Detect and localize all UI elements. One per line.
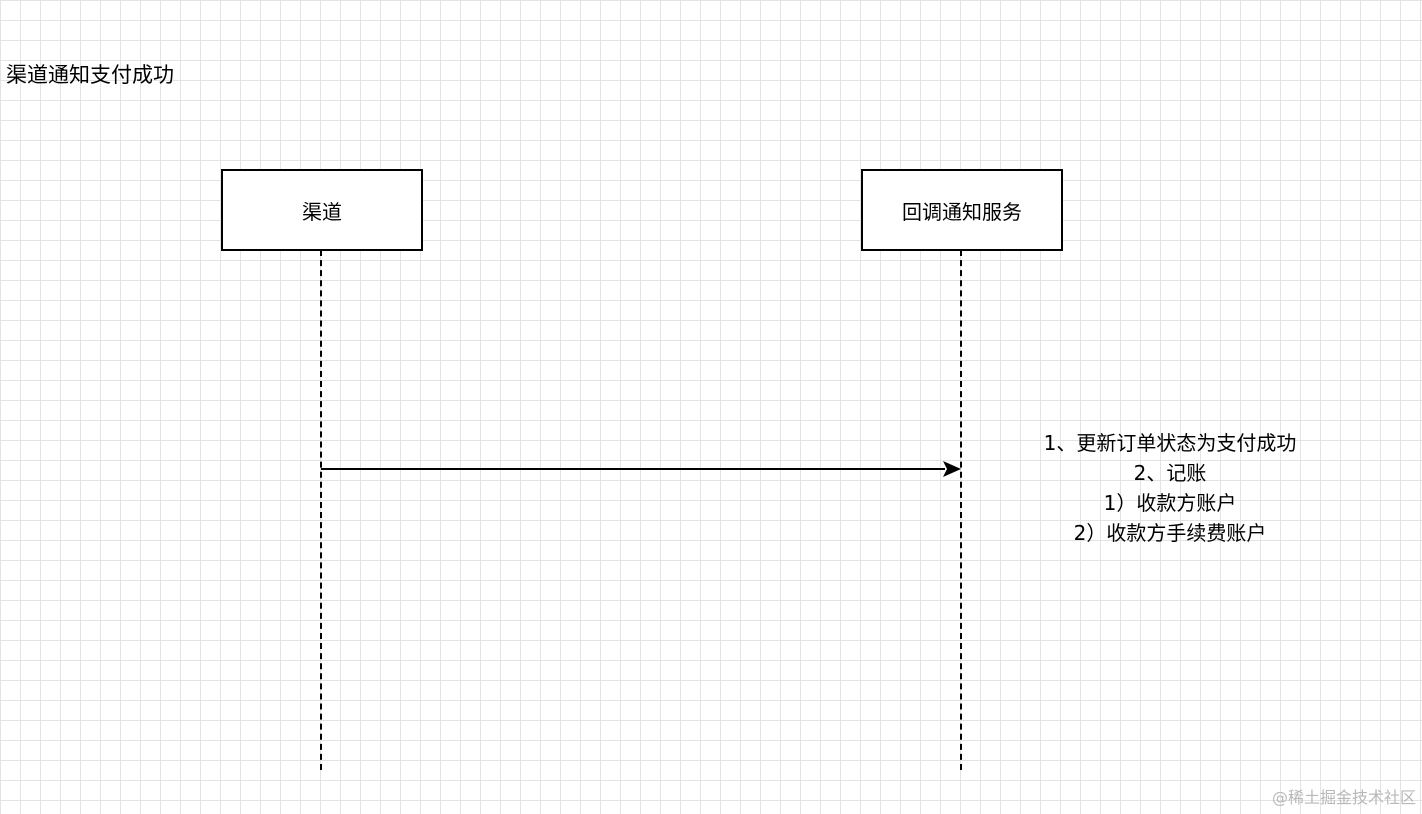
diagram-title: 渠道通知支付成功 (6, 63, 174, 87)
message-note: 1、更新订单状态为支付成功 2、记账 1）收款方账户 2）收款方手续费账户 (990, 428, 1350, 548)
watermark: @稀土掘金技术社区 (1271, 788, 1416, 807)
actor-channel[interactable]: 渠道 (221, 169, 423, 251)
actor-callback-service[interactable]: 回调通知服务 (861, 169, 1063, 251)
message-arrow-head (943, 461, 961, 477)
note-line: 1）收款方账户 (1103, 491, 1237, 515)
lifeline-channel (320, 250, 322, 770)
note-line: 2、记账 (1133, 461, 1207, 485)
lifeline-callback-service (960, 250, 962, 770)
note-line: 2）收款方手续费账户 (1073, 521, 1267, 545)
note-line: 1、更新订单状态为支付成功 (1043, 431, 1297, 455)
actor-channel-label: 渠道 (302, 199, 342, 224)
actor-callback-service-label: 回调通知服务 (902, 199, 1022, 224)
